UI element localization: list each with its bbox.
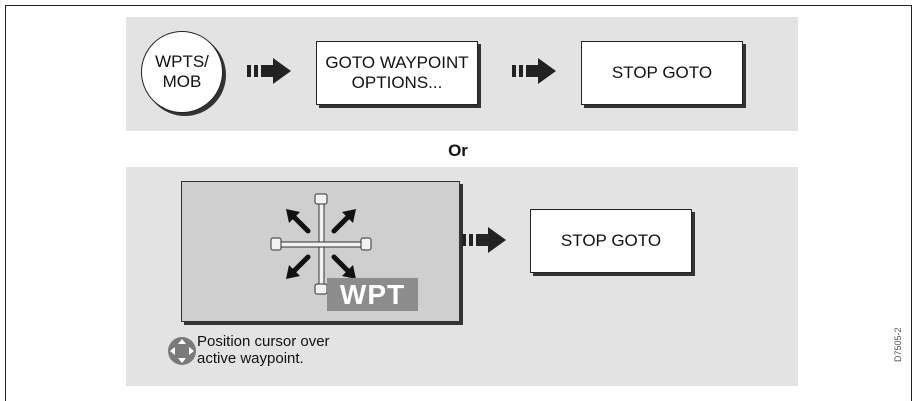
cursor-crosshair-icon — [270, 193, 372, 295]
or-label: Or — [448, 141, 468, 160]
arrow-right-icon — [512, 58, 556, 84]
trackpad-icon — [168, 337, 196, 365]
figure-code: D7505-2 — [893, 327, 903, 362]
waypoint-label-tag: WPT — [327, 278, 418, 311]
arrow-right-icon — [462, 227, 506, 253]
wpts-mob-button[interactable]: WPTS/ MOB — [141, 31, 223, 113]
goto-waypoint-options-softkey[interactable]: GOTO WAYPOINT OPTIONS... — [316, 41, 478, 105]
stop-goto-softkey-alt[interactable]: STOP GOTO — [530, 209, 692, 273]
stop-goto-softkey[interactable]: STOP GOTO — [581, 41, 743, 105]
hint-text: Position cursor over active waypoint. — [197, 333, 330, 367]
arrow-right-icon — [247, 58, 291, 84]
